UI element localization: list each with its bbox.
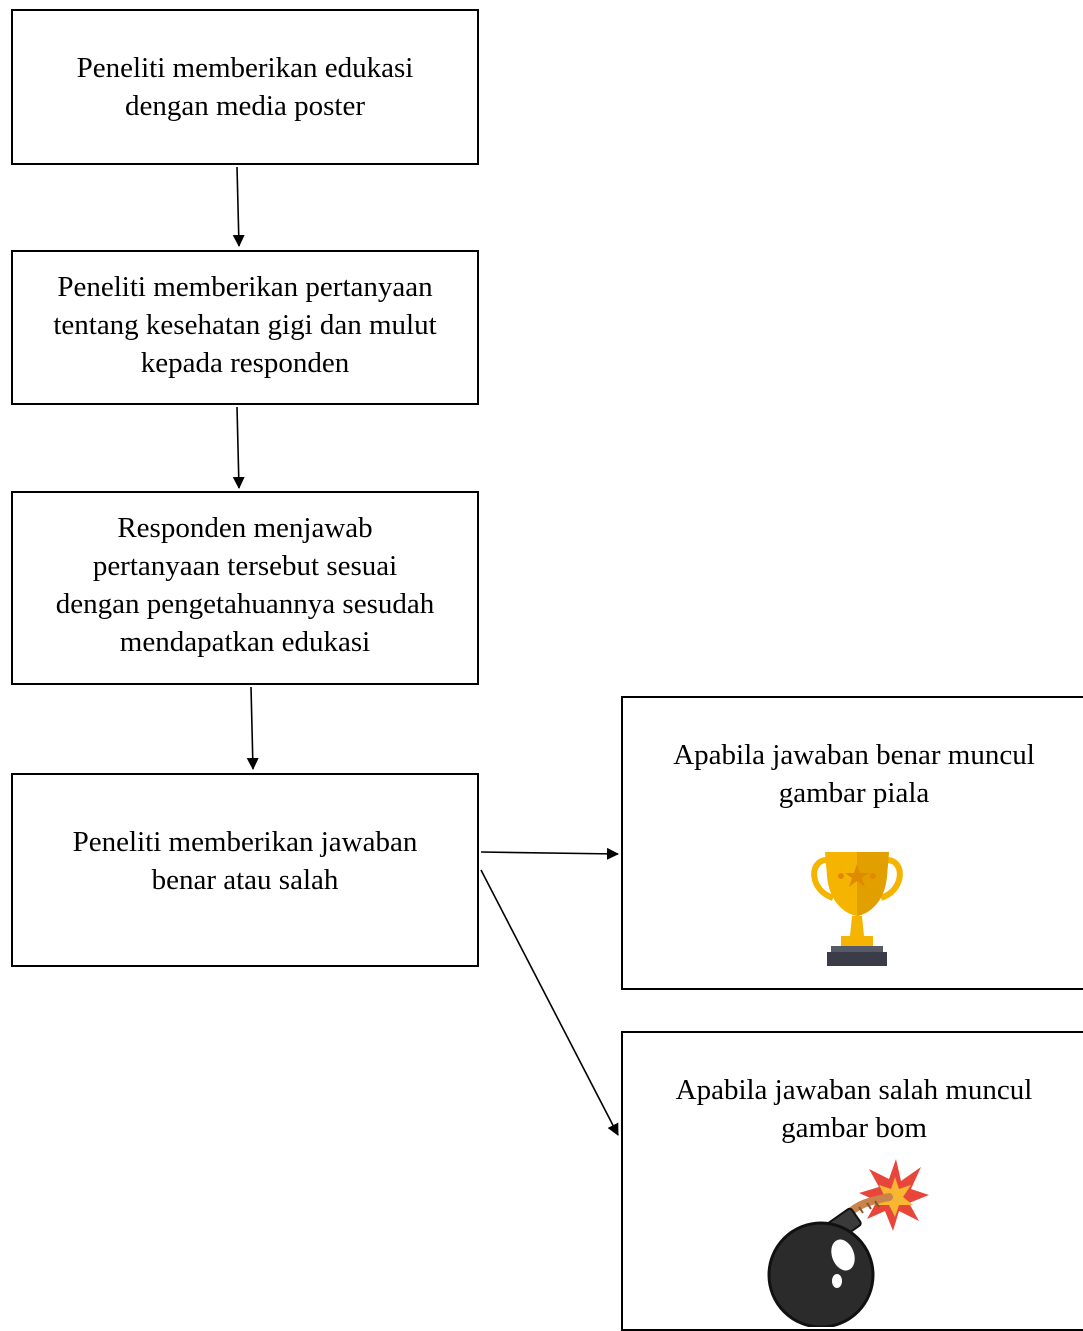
outcome-wrong-text: Apabila jawaban salah muncul gambar bom [675, 1074, 1033, 1144]
arrow-step3-to-step4 [246, 686, 259, 770]
step-ask-questions-box: Peneliti memberikan pertanyaan tentang k… [11, 250, 479, 405]
step-give-answer-text: Peneliti memberikan jawaban benar atau s… [72, 826, 418, 896]
bomb-icon [767, 1159, 929, 1327]
step-respondent-answers-text: Responden menjawab pertanyaan tersebut s… [55, 512, 435, 658]
step-ask-questions-text: Peneliti memberikan pertanyaan tentang k… [53, 271, 437, 379]
step-educate-poster-text: Peneliti memberikan edukasi dengan media… [76, 52, 414, 122]
step-give-answer-box: Peneliti memberikan jawaban benar atau s… [11, 773, 479, 967]
step-respondent-answers-box: Responden menjawab pertanyaan tersebut s… [11, 491, 479, 685]
step-educate-poster-box: Peneliti memberikan edukasi dengan media… [11, 9, 479, 165]
outcome-correct-text: Apabila jawaban benar muncul gambar pial… [673, 739, 1035, 809]
arrow-step2-to-step3 [232, 406, 245, 489]
arrow-step4-to-wrong [480, 869, 619, 1136]
arrow-step1-to-step2 [232, 166, 245, 247]
outcome-wrong-box: Apabila jawaban salah muncul gambar bom [621, 1031, 1083, 1331]
outcome-correct-box: Apabila jawaban benar muncul gambar pial… [621, 696, 1083, 990]
arrow-step4-to-correct [480, 847, 619, 860]
trophy-icon [811, 852, 903, 966]
